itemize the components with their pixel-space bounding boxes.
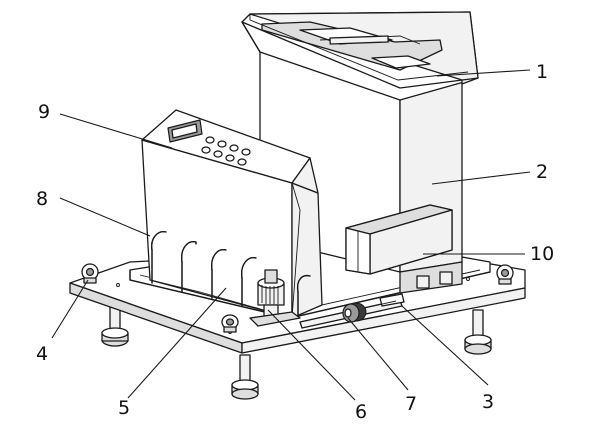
foot-right [464,309,492,355]
leader-4 [51,279,89,339]
motor-box [345,204,453,275]
leader-9 [59,113,173,149]
eye-front [221,314,239,333]
callout-5: 5 [118,397,130,419]
leader-7 [347,317,409,391]
leader-1 [436,69,531,77]
leveling-feet [101,302,492,400]
callout-1: 1 [536,61,548,83]
eye-right [496,264,514,285]
callout-9: 9 [38,101,50,123]
callout-8: 8 [36,188,48,210]
leader-lines [51,69,531,401]
lifting-eyes [81,263,514,333]
discharge-pipes [151,231,311,317]
eye-left [81,263,99,284]
callout-4: 4 [36,343,48,365]
cabinet [141,109,323,319]
leader-2 [431,171,531,185]
leader-8 [59,197,151,237]
callout-2: 2 [536,161,548,183]
callout-10: 10 [530,243,554,265]
leader-6 [267,309,356,401]
callout-3: 3 [482,391,494,413]
leader-5 [127,287,227,399]
foot-back-left [101,302,129,347]
callout-labels: 1 2 3 4 5 6 7 8 9 10 [36,61,554,423]
gear [342,302,367,323]
foot-front [231,354,259,400]
vertical-motor [249,269,301,327]
callout-6: 6 [355,401,367,423]
leader-3 [401,305,489,386]
callout-7: 7 [405,393,417,415]
